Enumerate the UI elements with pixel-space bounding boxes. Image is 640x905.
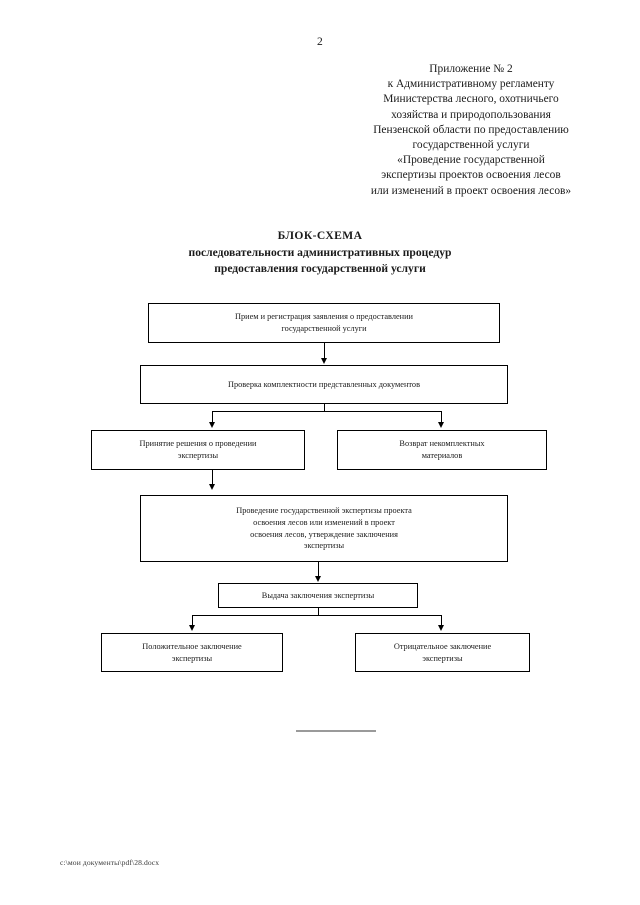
edge-decision-expertise [212, 470, 213, 485]
edge-issue-negative-arrow [437, 625, 444, 631]
flow-node-return-line-1: Возврат некомплектных [399, 439, 485, 449]
flow-node-receive: Прием и регистрация заявления о предоста… [148, 303, 500, 343]
flow-node-negative-line-1: Отрицательное заключение [393, 641, 492, 651]
edge-check-return [441, 411, 442, 423]
flow-node-expertise-line-4: экспертизы [303, 541, 345, 551]
edge-expertise-issue-arrow [314, 576, 321, 582]
title-line-1: БЛОК-СХЕМА [277, 229, 363, 242]
edge-check-decision-arrow [208, 422, 215, 428]
edge-issue-bus [192, 615, 441, 616]
flow-node-expertise-line-2: освоения лесов или изменений в проект [253, 517, 395, 527]
appendix-line-8: экспертизы проектов освоения лесов [381, 169, 561, 182]
edge-issue-negative [441, 615, 442, 626]
edge-receive-check-arrow [320, 358, 327, 364]
footer-file-path: c:\мои документы\pdf\28.docx [60, 858, 160, 867]
edge-check-stem [324, 404, 325, 411]
bottom-separator [296, 730, 376, 732]
edge-decision-expertise-arrow [208, 484, 215, 490]
flow-node-decision-line-2: экспертизы [177, 451, 219, 460]
page-number: 2 [317, 36, 323, 48]
flow-node-return-line-2: материалов [421, 451, 463, 460]
flow-node-receive-line-2: государственной услуги [281, 324, 367, 333]
title-line-2: последовательности административных проц… [188, 245, 452, 259]
appendix-line-1: Приложение № 2 [429, 63, 513, 75]
edge-issue-stem [318, 608, 319, 615]
appendix-line-9: или изменений в проект освоения лесов» [370, 184, 572, 197]
flow-node-return: Возврат некомплектных материалов [337, 430, 547, 470]
appendix-line-7: «Проведение государственной [397, 154, 545, 167]
flow-node-positive-line-2: экспертизы [171, 653, 213, 663]
edge-issue-positive [192, 615, 193, 626]
edge-check-return-arrow [437, 422, 444, 428]
title-line-3: предоставления государственной услуги [214, 262, 426, 275]
flow-node-receive-line-1: Прием и регистрация заявления о предоста… [235, 312, 413, 322]
flow-node-expertise: Проведение государственной экспертизы пр… [140, 495, 508, 562]
flow-node-check-line-1: Проверка комплектности представленных до… [228, 379, 420, 389]
flow-node-decision: Принятие решения о проведении экспертизы [91, 430, 305, 470]
edge-expertise-issue [318, 562, 319, 577]
appendix-line-6: государственной услуги [412, 139, 530, 152]
appendix-line-5: Пензенской области по предоставлению [373, 123, 569, 136]
flow-node-issue-line-1: Выдача заключения экспертизы [261, 590, 375, 600]
flow-node-expertise-line-3: освоения лесов, утверждение заключения [250, 529, 398, 539]
flow-node-decision-line-1: Принятие решения о проведении [139, 439, 257, 449]
flow-node-issue: Выдача заключения экспертизы [218, 583, 418, 608]
page-title: БЛОК-СХЕМА последовательности администра… [60, 228, 580, 278]
edge-check-bus [212, 411, 441, 412]
appendix-line-4: хозяйства и природопользования [391, 108, 551, 121]
appendix-block: Приложение № 2 к Административному регла… [340, 62, 602, 199]
edge-issue-positive-arrow [188, 625, 195, 631]
appendix-line-2: к Административному регламенту [387, 78, 555, 91]
flow-node-positive-line-1: Положительное заключение [142, 641, 242, 651]
flow-node-negative: Отрицательное заключение экспертизы [355, 633, 530, 672]
appendix-line-3: Министерства лесного, охотничьего [383, 93, 559, 106]
edge-receive-check [324, 343, 325, 359]
flow-node-negative-line-2: экспертизы [422, 653, 463, 663]
flow-node-expertise-line-1: Проведение государственной экспертизы пр… [236, 506, 412, 516]
flow-node-positive: Положительное заключение экспертизы [101, 633, 283, 672]
flow-node-check: Проверка комплектности представленных до… [140, 365, 508, 404]
edge-check-decision [212, 411, 213, 423]
